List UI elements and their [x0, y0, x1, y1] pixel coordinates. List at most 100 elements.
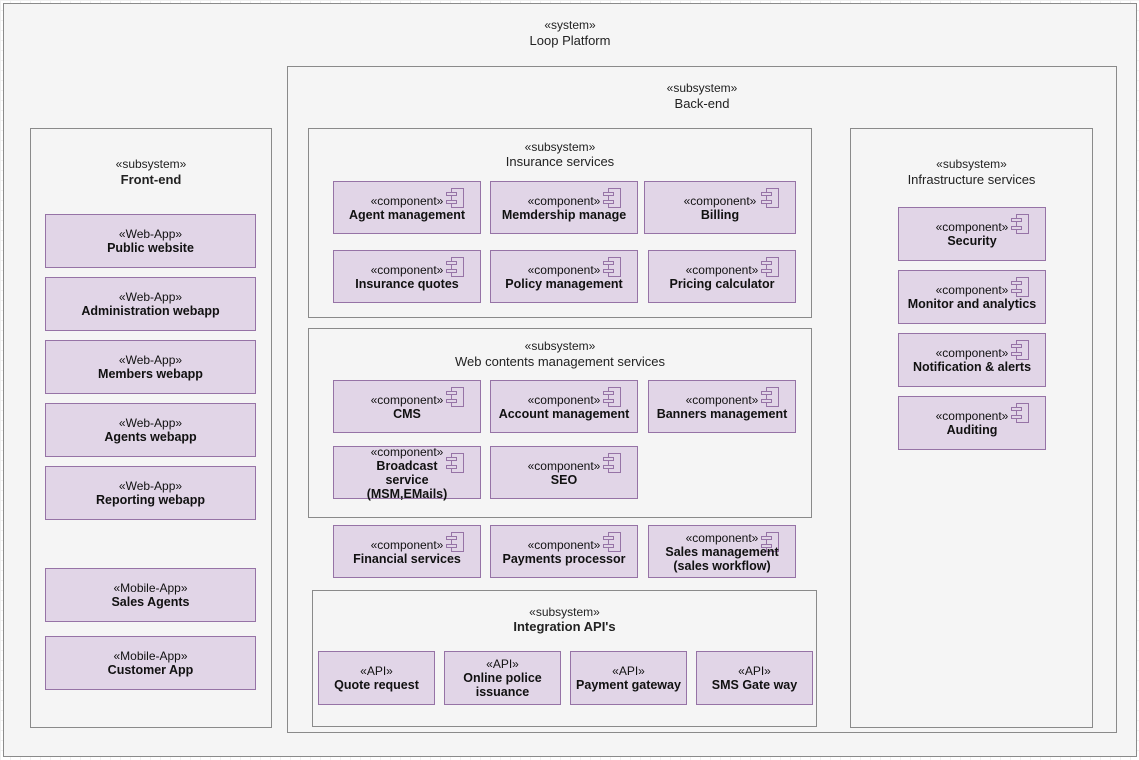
webapp-agents[interactable]: «Web-App»Agents webapp	[45, 403, 256, 457]
backend-stereotype: «subsystem»	[666, 81, 738, 95]
webapp-stereotype: «Web-App»	[118, 290, 183, 304]
component-stereotype: «component»	[935, 220, 1009, 234]
component-stereotype: «component»	[527, 262, 601, 277]
component-icon	[446, 532, 464, 552]
component-name: Memdership manage	[501, 207, 627, 222]
webapp-stereotype: «Web-App»	[118, 353, 183, 367]
mobileapp-name: Customer App	[107, 663, 194, 677]
component-stereotype: «component»	[527, 537, 601, 552]
component-stereotype: «component»	[370, 193, 444, 208]
component-stereotype: «component»	[370, 262, 444, 277]
api-online-police-issuance[interactable]: «API»Online police issuance	[444, 651, 561, 705]
component-stereotype: «component»	[527, 193, 601, 208]
component-pricing-calculator[interactable]: «component»Pricing calculator	[648, 250, 796, 303]
mobileapp-stereotype: «Mobile-App»	[113, 649, 188, 663]
webcontent-stereotype: «subsystem»	[524, 339, 596, 353]
component-agent-management[interactable]: «component»Agent management	[333, 181, 481, 234]
component-name: Pricing calculator	[669, 276, 775, 291]
component-notification-alerts[interactable]: «component»Notification & alerts	[898, 333, 1046, 387]
component-stereotype: «component»	[935, 346, 1009, 360]
component-stereotype: «component»	[685, 530, 759, 545]
api-stereotype: «API»	[738, 664, 771, 678]
component-name: Sales management (sales workflow)	[665, 544, 779, 573]
component-name: Security	[947, 234, 997, 248]
component-insurance-quotes[interactable]: «component»Insurance quotes	[333, 250, 481, 303]
api-sms-gateway[interactable]: «API»SMS Gate way	[696, 651, 813, 705]
component-membership-management[interactable]: «component»Memdership manage	[490, 181, 638, 234]
component-icon	[761, 532, 779, 552]
component-sales-management[interactable]: «component»Sales management (sales workf…	[648, 525, 796, 578]
webapp-stereotype: «Web-App»	[118, 227, 183, 241]
component-icon	[1011, 214, 1029, 234]
component-cms[interactable]: «component»CMS	[333, 380, 481, 433]
component-icon	[761, 257, 779, 277]
component-stereotype: «component»	[370, 537, 444, 552]
api-name: SMS Gate way	[711, 678, 798, 692]
webapp-reporting[interactable]: «Web-App»Reporting webapp	[45, 466, 256, 520]
component-name: CMS	[393, 406, 421, 421]
system-name: Loop Platform	[529, 33, 611, 48]
component-monitor-analytics[interactable]: «component»Monitor and analytics	[898, 270, 1046, 324]
component-stereotype: «component»	[683, 193, 757, 208]
component-policy-management[interactable]: «component»Policy management	[490, 250, 638, 303]
component-name: SEO	[550, 472, 578, 487]
webapp-name: Members webapp	[98, 367, 203, 381]
component-icon	[446, 188, 464, 208]
component-security[interactable]: «component»Security	[898, 207, 1046, 261]
component-icon	[761, 188, 779, 208]
api-payment-gateway[interactable]: «API»Payment gateway	[570, 651, 687, 705]
webcontent-name: Web contents management services	[454, 354, 666, 369]
component-stereotype: «component»	[935, 283, 1009, 297]
component-name: Payments processor	[502, 551, 626, 566]
component-auditing[interactable]: «component»Auditing	[898, 396, 1046, 450]
mobileapp-stereotype: «Mobile-App»	[113, 581, 188, 595]
api-name: Online police issuance	[463, 671, 542, 699]
component-stereotype: «component»	[370, 392, 444, 407]
component-name: Billing	[700, 207, 740, 222]
insurance-name: Insurance services	[505, 154, 615, 169]
mobileapp-sales-agents[interactable]: «Mobile-App»Sales Agents	[45, 568, 256, 622]
frontend-stereotype: «subsystem»	[115, 157, 187, 171]
api-stereotype: «API»	[486, 657, 519, 671]
webapp-public-website[interactable]: «Web-App»Public website	[45, 214, 256, 268]
component-stereotype: «component»	[527, 458, 601, 473]
webapp-members[interactable]: «Web-App»Members webapp	[45, 340, 256, 394]
integration-name: Integration API's	[513, 619, 616, 634]
component-name: Insurance quotes	[355, 276, 459, 291]
component-icon	[1011, 403, 1029, 423]
component-icon	[1011, 340, 1029, 360]
component-stereotype: «component»	[935, 409, 1009, 423]
component-broadcast-service[interactable]: «component»Broadcast service (MSM,EMails…	[333, 444, 481, 501]
api-quote-request[interactable]: «API»Quote request	[318, 651, 435, 705]
component-icon	[1011, 277, 1029, 297]
component-name: Broadcast service (MSM,EMails)	[366, 458, 448, 501]
component-icon	[603, 532, 621, 552]
webapp-name: Agents webapp	[104, 430, 197, 444]
component-icon	[603, 188, 621, 208]
backend-name: Back-end	[674, 96, 730, 111]
component-stereotype: «component»	[527, 392, 601, 407]
api-stereotype: «API»	[612, 664, 645, 678]
insurance-stereotype: «subsystem»	[524, 140, 596, 154]
component-stereotype: «component»	[685, 392, 759, 407]
component-icon	[446, 453, 464, 473]
component-seo[interactable]: «component»SEO	[490, 446, 638, 499]
api-name: Quote request	[334, 678, 419, 692]
infrastructure-name: Infrastructure services	[907, 172, 1036, 187]
component-name: Account management	[498, 406, 630, 421]
webapp-administration[interactable]: «Web-App»Administration webapp	[45, 277, 256, 331]
infrastructure-stereotype: «subsystem»	[936, 157, 1007, 171]
component-stereotype: «component»	[685, 262, 759, 277]
component-financial-services[interactable]: «component»Financial services	[333, 525, 481, 578]
mobileapp-customer-app[interactable]: «Mobile-App»Customer App	[45, 636, 256, 690]
system-stereotype: «system»	[544, 18, 596, 32]
component-billing[interactable]: «component»Billing	[644, 181, 796, 234]
webapp-name: Public website	[107, 241, 194, 255]
component-icon	[603, 257, 621, 277]
component-account-management[interactable]: «component»Account management	[490, 380, 638, 433]
component-name: Financial services	[353, 551, 461, 566]
component-banners-management[interactable]: «component»Banners management	[648, 380, 796, 433]
component-payments-processor[interactable]: «component»Payments processor	[490, 525, 638, 578]
component-stereotype: «component»	[370, 444, 444, 459]
component-name: Auditing	[946, 423, 998, 437]
